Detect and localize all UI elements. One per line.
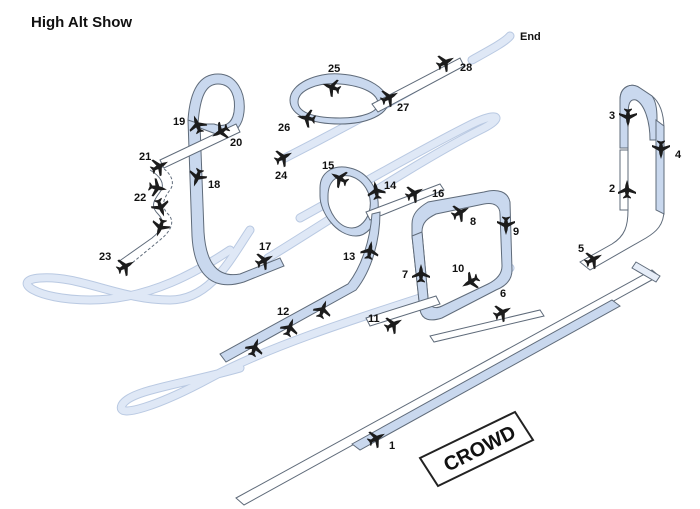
maneuver-label: 22 [134,192,146,204]
maneuver-label: 10 [452,263,464,275]
maneuver-label: 13 [343,251,355,263]
jet-icon [149,195,173,220]
jet-icon [148,215,172,240]
crowd-box [418,410,535,488]
maneuver-label: 9 [513,226,519,238]
maneuver-label: 8 [470,216,476,228]
maneuver-label: 24 [275,170,288,182]
maneuver-label: 7 [402,269,408,281]
maneuver-label: 28 [460,62,472,74]
loop-25-27 [289,57,465,125]
maneuver-label: 11 [368,313,380,325]
maneuver-label: 18 [208,179,220,191]
maneuver-label: 14 [384,180,397,192]
square-loop [365,189,545,343]
maneuver-label: 25 [328,63,340,75]
barrel-roll [117,165,173,269]
loop-13-16 [219,166,445,363]
maneuver-label: 23 [99,251,111,263]
loop-17-20 [159,73,285,286]
maneuver-label: 16 [432,188,444,200]
maneuver-label: 3 [609,110,615,122]
diagram-title: High Alt Show [31,14,133,31]
maneuver-label: 17 [259,241,271,253]
maneuver-label: 15 [322,160,334,172]
maneuver-label: 2 [609,183,615,195]
maneuver-label: 4 [675,149,682,161]
pass-ribbon [351,299,621,451]
jet-icon [113,253,139,279]
maneuver-labels: 1 2 3 4 5 6 7 8 9 10 11 12 13 14 15 16 1… [99,62,682,452]
maneuver-label: 27 [397,102,409,114]
maneuver-label: 21 [139,151,151,163]
end-label: End [520,31,541,43]
maneuver-label: 5 [578,243,584,255]
maneuver-label: 12 [277,306,289,318]
maneuver-label: 20 [230,137,242,149]
maneuver-label: 1 [389,440,395,452]
maneuver-label: 26 [278,122,290,134]
maneuver-label: 6 [500,288,506,300]
maneuver-label: 19 [173,116,185,128]
